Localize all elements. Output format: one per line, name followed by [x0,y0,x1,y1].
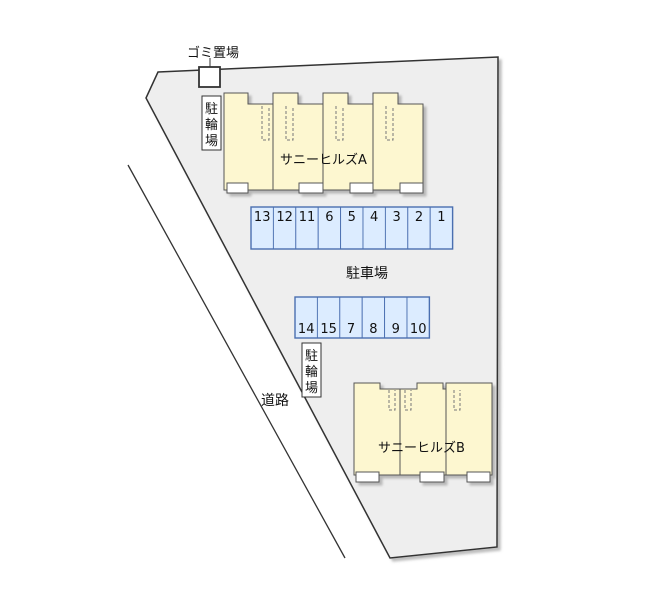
parking-stall-number: 14 [298,322,315,337]
parking-stall-number: 2 [415,210,423,225]
parking-stall-number: 10 [410,322,427,337]
parking-stall-number: 5 [348,210,356,225]
parking-stall-number: 7 [347,322,355,337]
building-b-label: サニーヒルズB [378,440,465,456]
bike-parking-top-label-3: 場 [205,134,218,149]
building-b [353,382,493,483]
road-label: 道路 [261,393,289,409]
parking-stall-number: 11 [299,210,316,225]
bike-parking-mid-label-1: 駐 [305,349,318,364]
parking-stall-number: 13 [254,210,271,225]
parking-stall-number: 9 [392,322,400,337]
parking-stall-number: 8 [369,322,377,337]
garbage-area-label: ゴミ置場 [187,45,239,61]
parking-label: 駐車場 [346,265,388,282]
parking-row-frame [294,296,431,339]
parking-stall-number: 4 [370,210,378,225]
bike-parking-top-label-2: 輪 [205,117,218,133]
bike-parking-mid-label-2: 輪 [305,364,318,380]
road-edge [127,164,346,559]
bike-parking-top-label-1: 駐 [205,102,218,117]
parking-row-frame [250,206,454,250]
garbage-area [198,58,221,88]
bike-parking-mid-label-3: 場 [305,381,318,396]
parking-stall-number: 1 [437,210,445,225]
parking-stall-number: 3 [392,210,400,225]
bike-parking-mid [301,342,322,398]
parking-stall-number: 6 [325,210,333,225]
parking-stall-number: 12 [276,210,293,225]
building-a [223,92,424,194]
parking-stall-number: 15 [320,322,337,337]
bike-parking-top [201,95,222,151]
building-a-label: サニーヒルズA [280,152,367,168]
